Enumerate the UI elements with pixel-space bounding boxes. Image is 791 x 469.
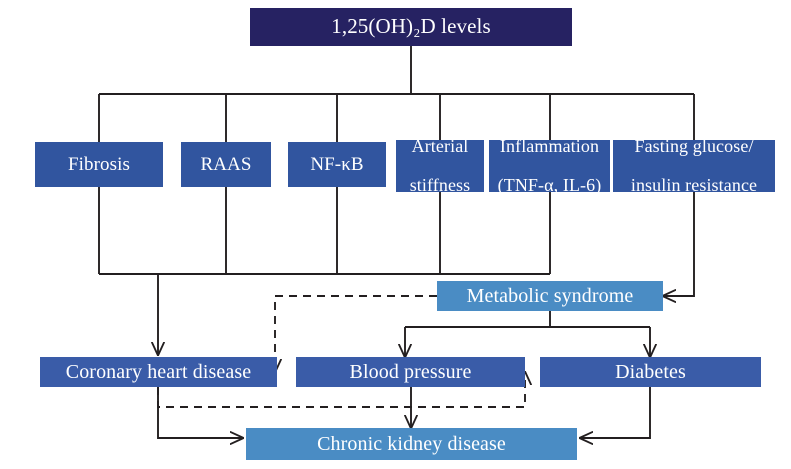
node-nfkb[interactable]: NF-κB: [288, 142, 386, 187]
node-fasting-glucose-line2: insulin resistance: [630, 174, 758, 195]
edge-diabetes-to-chronic-kidney-disease: [580, 387, 651, 438]
node-chronic-kidney-disease-label: Chronic kidney disease: [317, 432, 506, 455]
node-arterial-stiffness-line2: stiffness: [409, 174, 471, 195]
node-fibrosis[interactable]: Fibrosis: [35, 142, 163, 187]
node-fasting-glucose-line1: Fasting glucose/: [634, 136, 754, 157]
node-chronic-kidney-disease[interactable]: Chronic kidney disease: [246, 428, 577, 460]
node-metabolic-syndrome[interactable]: Metabolic syndrome: [437, 281, 663, 311]
node-root-label: 1,25(OH)₂D levels: [331, 14, 491, 39]
node-coronary-heart-disease-label: Coronary heart disease: [65, 360, 252, 383]
edge-fasting-glucose-to-metabolic-syndrome: [663, 192, 695, 296]
node-raas-label: RAAS: [200, 153, 252, 175]
node-diabetes-label: Diabetes: [615, 360, 686, 383]
node-inflammation[interactable]: Inflammation (TNF-α, IL-6): [489, 137, 610, 194]
node-coronary-heart-disease[interactable]: Coronary heart disease: [40, 357, 277, 387]
node-inflammation-label: Inflammation (TNF-α, IL-6): [493, 137, 606, 194]
edge-coronary-heart-disease-to-blood-pressure-dashed: [157, 372, 525, 408]
node-blood-pressure-label: Blood pressure: [349, 360, 472, 383]
node-blood-pressure[interactable]: Blood pressure: [296, 357, 525, 387]
node-fasting-glucose-label: Fasting glucose/ insulin resistance: [617, 137, 771, 194]
node-metabolic-syndrome-label: Metabolic syndrome: [466, 284, 634, 307]
edge-coronary-to-chronic-kidney-disease: [157, 387, 243, 438]
node-diabetes[interactable]: Diabetes: [540, 357, 761, 387]
node-arterial-stiffness-line1: Arterial: [411, 136, 469, 157]
node-inflammation-line1: Inflammation: [499, 136, 600, 157]
node-arterial-stiffness-label: Arterial stiffness: [400, 137, 480, 194]
node-nfkb-label: NF-κB: [310, 153, 364, 175]
node-fasting-glucose[interactable]: Fasting glucose/ insulin resistance: [613, 137, 775, 194]
node-root[interactable]: 1,25(OH)₂D levels: [250, 8, 572, 46]
node-inflammation-line2: (TNF-α, IL-6): [497, 174, 602, 195]
node-fibrosis-label: Fibrosis: [67, 153, 131, 175]
node-raas[interactable]: RAAS: [181, 142, 271, 187]
edge-metabolic-syndrome-to-blood-pressure-dashed: [275, 295, 437, 372]
node-arterial-stiffness[interactable]: Arterial stiffness: [396, 137, 484, 194]
